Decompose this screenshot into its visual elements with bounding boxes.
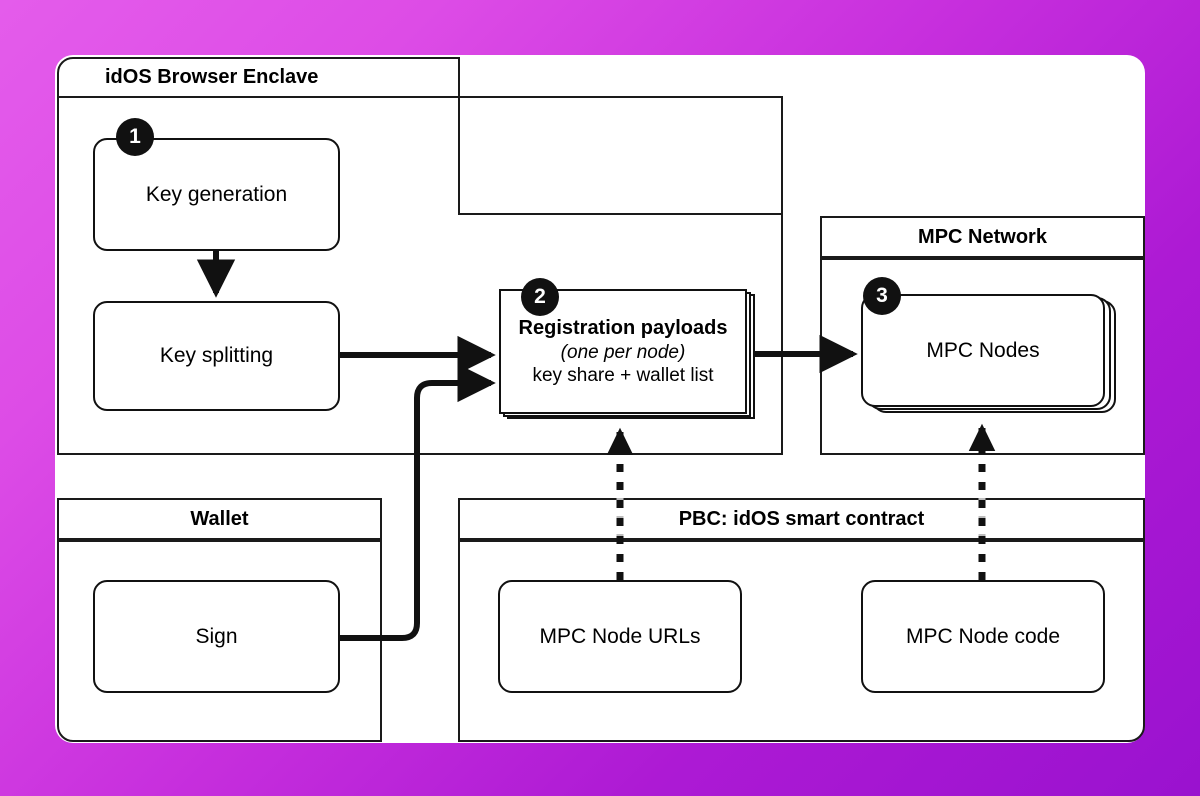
node-sign[interactable]: Sign (93, 580, 340, 693)
enclave-notch-vertical-edge (458, 96, 460, 215)
node-sign-label: Sign (195, 624, 238, 648)
node-registration-payloads-subtitle: (one per node) (560, 341, 686, 363)
enclave-right-edge (781, 213, 783, 455)
step-badge-2: 2 (521, 278, 559, 316)
node-mpc-node-code[interactable]: MPC Node code (861, 580, 1105, 693)
step-badge-1-label: 1 (129, 125, 141, 148)
container-wallet-title: Wallet (190, 507, 249, 530)
container-wallet-title-bar: Wallet (57, 498, 382, 540)
node-registration-payloads-title: Registration payloads (518, 317, 728, 340)
enclave-notch-mask (460, 98, 781, 213)
step-badge-3: 3 (863, 277, 901, 315)
step-badge-3-label: 3 (876, 284, 888, 307)
container-enclave-title-bar: idOS Browser Enclave (57, 57, 460, 98)
enclave-notch-horizontal-edge (458, 213, 783, 215)
node-registration-payloads-detail: key share + wallet list (532, 364, 714, 386)
step-badge-1: 1 (116, 118, 154, 156)
container-pbc-title: PBC: idOS smart contract (678, 507, 925, 530)
node-key-splitting-label: Key splitting (159, 344, 274, 367)
container-enclave-title: idOS Browser Enclave (105, 66, 319, 88)
node-key-splitting[interactable]: Key splitting (93, 301, 340, 411)
container-mpc-network-title: MPC Network (918, 225, 1047, 248)
node-key-generation[interactable]: Key generation (93, 138, 340, 251)
container-pbc-title-bar: PBC: idOS smart contract (458, 498, 1145, 540)
node-mpc-nodes[interactable]: MPC Nodes (861, 294, 1105, 407)
node-mpc-node-urls[interactable]: MPC Node URLs (498, 580, 742, 693)
node-mpc-nodes-label: MPC Nodes (926, 338, 1040, 362)
node-key-generation-label: Key generation (145, 182, 288, 206)
node-mpc-node-code-label: MPC Node code (905, 624, 1061, 648)
step-badge-2-label: 2 (534, 285, 546, 308)
node-mpc-node-urls-label: MPC Node URLs (539, 624, 701, 648)
container-mpc-network-title-bar: MPC Network (820, 216, 1145, 258)
